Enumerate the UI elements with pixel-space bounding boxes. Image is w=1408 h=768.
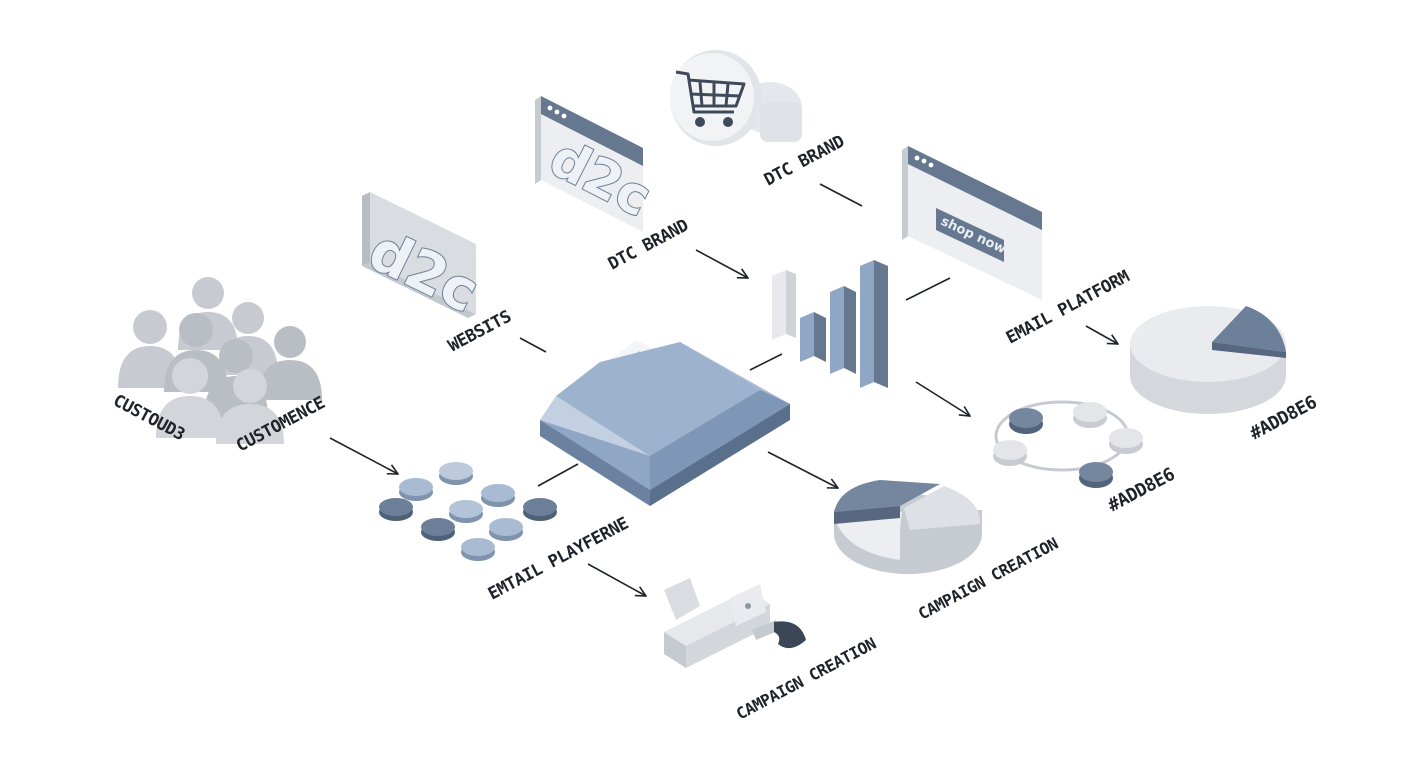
bar-4	[860, 260, 888, 388]
bar-3	[830, 286, 856, 374]
people-group-icon	[118, 277, 322, 444]
pie-chart-icon-right	[1130, 306, 1286, 414]
network-nodes-icon	[993, 400, 1143, 488]
shopping-cart-icon	[670, 50, 802, 146]
shop-now-browser-icon: shop now	[902, 146, 1042, 300]
pie-chart-icon-center	[834, 480, 982, 574]
bar-chart-icon	[772, 260, 888, 388]
bar-1	[772, 270, 796, 340]
envelope-icon	[540, 340, 790, 506]
label-hex-center: #ADD8E6	[1104, 464, 1178, 517]
connectors	[329, 183, 1118, 596]
paintbrush-tool-icon	[664, 578, 806, 668]
d2c-tile-icon: d2c	[358, 192, 489, 327]
label-dtc-brand-left: DTC BRAND	[605, 215, 692, 274]
bar-2	[800, 312, 826, 362]
token-grid-icon	[379, 462, 557, 561]
d2c-browser-icon: d2c	[535, 96, 661, 232]
label-campaign-creation-bottom: CAMPAIGN CREATION	[733, 634, 879, 724]
